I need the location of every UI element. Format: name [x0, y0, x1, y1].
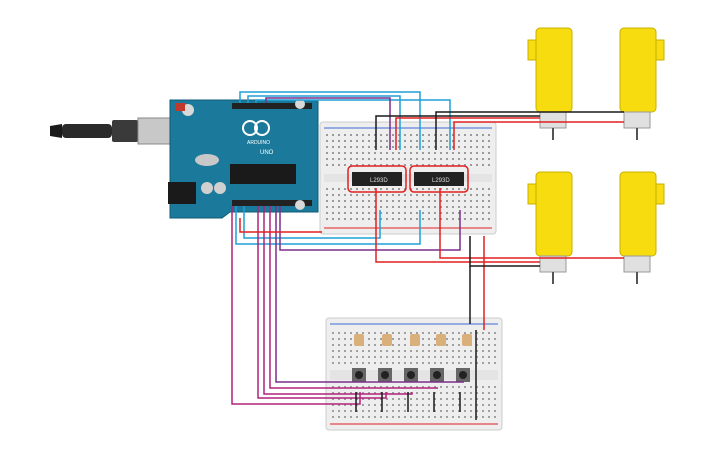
arduino-board[interactable]: ARDUINO UNO [168, 99, 319, 219]
wire-blue[interactable] [255, 99, 451, 150]
wire-magenta[interactable] [269, 206, 438, 389]
wire-blue[interactable] [239, 91, 421, 150]
wire-blue[interactable] [235, 206, 421, 245]
arduino-model-text: UNO [260, 150, 274, 156]
arduino-logo-text: ARDUINO [247, 140, 270, 146]
wire-black[interactable] [375, 115, 540, 150]
digital-header [232, 103, 312, 109]
resistor[interactable] [354, 334, 364, 346]
wire-blue[interactable] [243, 206, 381, 239]
wire-purple[interactable] [265, 97, 391, 150]
wire-magenta[interactable] [263, 206, 413, 395]
driver-right-label: L293D [432, 178, 450, 184]
capacitor [201, 182, 213, 194]
capacitor [214, 182, 226, 194]
dc-motor-top-left[interactable] [527, 27, 573, 140]
motor-driver-right[interactable]: L293D [409, 165, 469, 193]
resistor[interactable] [436, 334, 446, 346]
wire-blue[interactable] [247, 95, 401, 150]
wire-black[interactable] [355, 392, 461, 412]
driver-left-label: L293D [370, 178, 388, 184]
push-button[interactable] [381, 371, 389, 379]
dc-motor-bottom-left[interactable] [527, 171, 573, 284]
wire-red[interactable] [239, 218, 322, 233]
wire-red[interactable] [395, 117, 540, 150]
arduino-logo-icon [242, 120, 258, 136]
push-button[interactable] [459, 371, 467, 379]
dc-motor-top-right[interactable] [619, 27, 665, 140]
wire-purple[interactable] [279, 206, 461, 251]
resistor[interactable] [382, 334, 392, 346]
push-button[interactable] [407, 371, 415, 379]
resistor[interactable] [410, 334, 420, 346]
push-button[interactable] [355, 371, 363, 379]
usb-cable [50, 117, 171, 145]
wire-magenta[interactable] [275, 206, 464, 383]
wire-magenta[interactable] [257, 206, 387, 399]
resistors [354, 334, 472, 346]
crystal [195, 154, 219, 166]
dc-motor-bottom-right[interactable] [619, 171, 665, 284]
wire-red[interactable] [439, 188, 624, 259]
resistor[interactable] [462, 334, 472, 346]
wire-red[interactable] [453, 121, 624, 150]
power-jack [168, 182, 196, 204]
push-buttons [352, 368, 470, 382]
breadboard-top[interactable] [319, 121, 497, 235]
push-button[interactable] [433, 371, 441, 379]
wires [231, 91, 624, 420]
motor-driver-left[interactable]: L293D [347, 165, 407, 193]
wire-red[interactable] [375, 188, 540, 263]
power-analog-header [232, 200, 312, 206]
microcontroller-chip [230, 164, 296, 184]
reset-button[interactable] [176, 103, 185, 111]
wire-black[interactable] [435, 111, 624, 150]
